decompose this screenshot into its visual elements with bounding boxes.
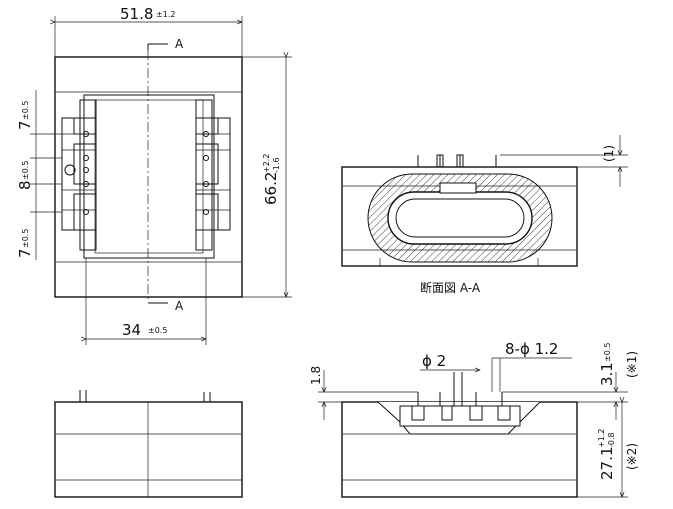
top-view-core [83,94,215,259]
height-27-1: 27.1 [598,447,616,480]
pitch-2: 8 [16,180,34,190]
section-view: (1) 断面図 A-A [341,135,628,295]
pitch-2-tolerance: ±0.5 [21,161,30,180]
height-27-1-tolerance-minus: -0.8 [607,432,616,448]
height-tolerance-plus: +2.2 [262,154,271,173]
pitch-3: 7 [16,248,34,258]
front-view [54,390,243,498]
width-tolerance: ±1.2 [156,10,175,19]
note-1: (※1) [625,351,639,378]
note-2: (※2) [625,443,639,470]
height-3-1-tolerance: ±0.5 [603,343,612,362]
left-terminal-block [61,99,97,251]
top-view-outline [54,56,243,298]
pitch-1: 7 [16,120,34,130]
mount-width-dimension: 34 [122,321,141,339]
height-3-1: 3.1 [598,362,616,386]
pin-height-dimension: (1) [602,145,616,162]
mount-width-tolerance: ±0.5 [148,326,167,335]
pitch-3-tolerance: ±0.5 [21,229,30,248]
dim-1-8: 1.8 [309,366,323,385]
top-view: 51.8 ±1.2 A A 66.2 +2.2 -1.6 7 ±0.5 8 ±0… [16,5,292,345]
section-caption: 断面図 A-A [420,280,481,295]
width-dimension: 51.8 [120,5,153,23]
section-marker-bottom: A [175,299,184,313]
holes-callout: 8-ϕ 1.2 [505,340,558,358]
pitch-1-tolerance: ±0.5 [21,101,30,120]
section-marker-top: A [175,37,184,51]
side-view: 1.8 ϕ 2 8-ϕ 1.2 3.1 ±0.5 (※1) 27.1 +1.2 … [309,340,639,497]
height-dimension: 66.2 [262,172,280,205]
right-terminal-block [195,99,231,251]
front-view-outline [54,401,243,498]
height-27-1-tolerance-plus: +1.2 [597,429,606,448]
height-tolerance-minus: -1.6 [272,157,281,173]
pin-diameter: ϕ 2 [422,352,446,370]
